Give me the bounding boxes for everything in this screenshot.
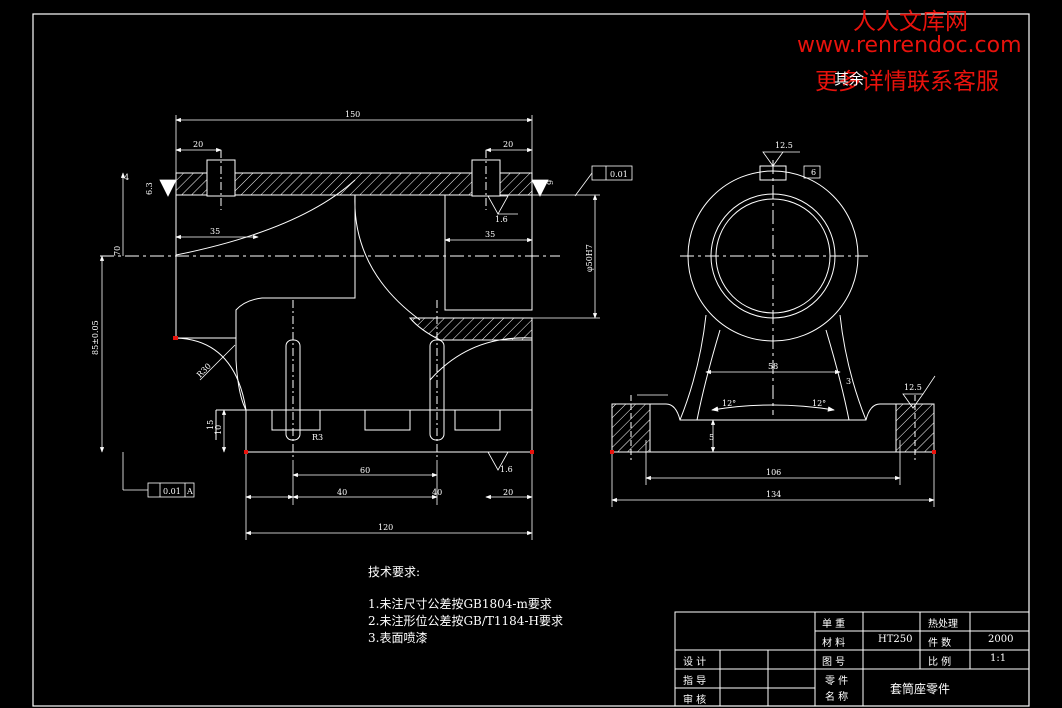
tb-weight-label: 单 重 <box>822 619 846 630</box>
tb-part-label-2: 名 称 <box>825 692 849 703</box>
tb-material-label: 材 料 <box>822 638 846 649</box>
front-dimensions <box>99 115 633 540</box>
side-view <box>611 160 935 460</box>
tb-qty-value: 2000 <box>988 634 1014 645</box>
tb-part-label-1: 零 件 <box>825 676 849 687</box>
drawing-frame <box>32 13 1030 707</box>
front-view <box>100 150 560 460</box>
tb-part-name: 套筒座零件 <box>890 682 951 696</box>
side-dimensions <box>611 151 936 507</box>
tech-title: 技术要求: <box>368 565 421 579</box>
base-outline <box>235 337 533 453</box>
tb-review-label: 审 核 <box>683 695 707 706</box>
tb-heat-label: 热处理 <box>928 619 958 630</box>
tech-item-2: 2.未注形位公差按GB/T1184-H要求 <box>368 614 563 628</box>
tb-design-label: 设 计 <box>683 657 707 668</box>
tb-drawing-no-label: 图 号 <box>822 657 846 668</box>
body-outline <box>175 195 356 339</box>
tech-item-1: 1.未注尺寸公差按GB1804-m要求 <box>368 597 552 611</box>
tb-qty-label: 件 数 <box>928 638 952 649</box>
watermark-line-1: 人人文库网 <box>853 9 968 35</box>
side-base <box>611 403 935 453</box>
tech-item-3: 3.表面喷漆 <box>368 631 428 645</box>
title-block <box>674 611 1030 707</box>
bore-hatch <box>408 317 533 341</box>
tb-scale-label: 比 例 <box>928 657 952 668</box>
red-marks <box>173 336 936 454</box>
tb-material-value: HT250 <box>878 634 913 645</box>
watermark-line-3: 更多详情联系客服 <box>815 69 999 95</box>
surface-note: 其余 <box>834 70 865 88</box>
tb-guide-label: 指 导 <box>683 676 707 687</box>
watermark-line-2: www.renrendoc.com <box>797 33 1022 58</box>
tb-scale-value: 1:1 <box>990 653 1007 664</box>
